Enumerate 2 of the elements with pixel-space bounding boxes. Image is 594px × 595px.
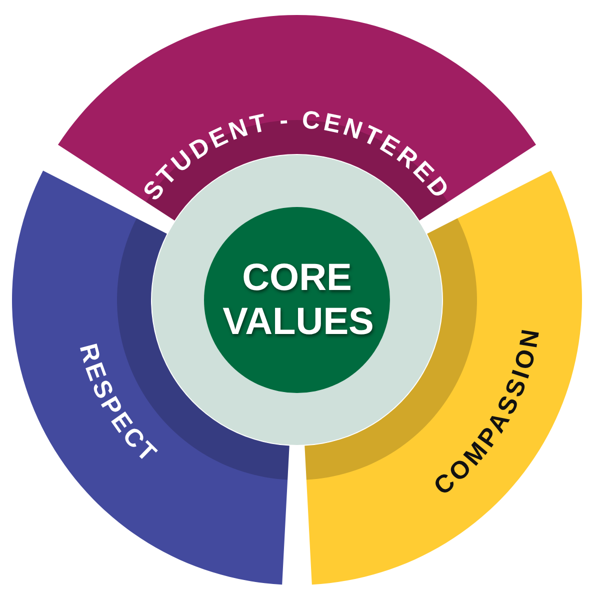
core-label: CORE VALUES (222, 256, 372, 344)
value-segment (58, 15, 536, 220)
